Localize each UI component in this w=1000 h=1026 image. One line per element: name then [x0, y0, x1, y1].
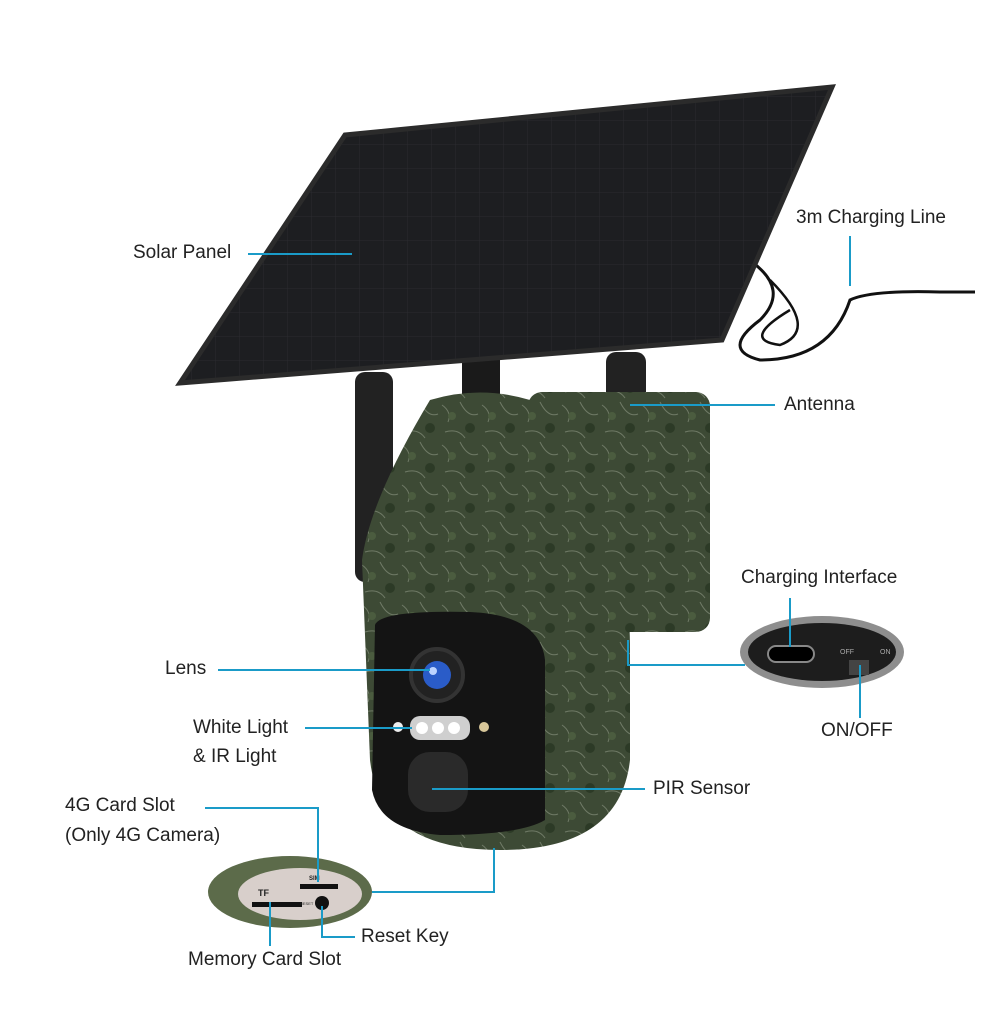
- label-solar-panel: Solar Panel: [133, 242, 232, 263]
- leader-lines: [205, 236, 861, 946]
- label-charging-line: 3m Charging Line: [796, 207, 946, 228]
- card-slot-inset: TF SIM RESET: [208, 856, 372, 928]
- pir-shape: [408, 752, 468, 812]
- solar-panel-shape: [175, 84, 836, 386]
- label-antenna: Antenna: [784, 394, 855, 415]
- label-pir-sensor: PIR Sensor: [653, 778, 751, 799]
- label-charging-interface: Charging Interface: [741, 567, 898, 588]
- label-reset-key: Reset Key: [361, 926, 449, 947]
- svg-text:SIM: SIM: [309, 876, 320, 882]
- svg-text:TF: TF: [258, 888, 269, 898]
- label-white-light: White Light: [193, 717, 289, 738]
- label-only-4g-camera: (Only 4G Camera): [65, 825, 221, 846]
- label-4g-card-slot: 4G Card Slot: [65, 795, 175, 816]
- label-memory-card-slot: Memory Card Slot: [188, 949, 342, 970]
- label-lens: Lens: [165, 658, 207, 679]
- label-ir-light: & IR Light: [193, 746, 277, 767]
- charging-interface-inset: OFF ON: [740, 616, 904, 688]
- label-on-off: ON/OFF: [821, 720, 893, 741]
- charging-cable: [738, 260, 975, 362]
- svg-text:ON: ON: [880, 649, 891, 656]
- svg-text:RESET: RESET: [300, 901, 314, 906]
- svg-text:OFF: OFF: [840, 649, 854, 656]
